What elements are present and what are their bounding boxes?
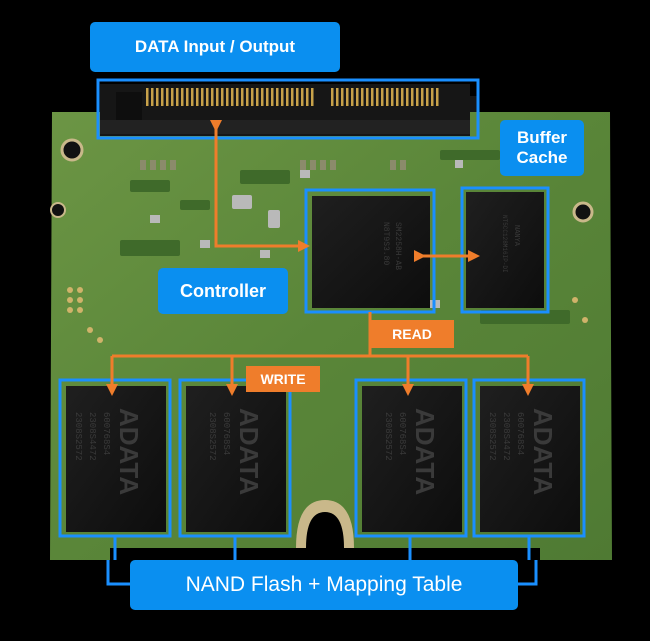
arrow-io-controller bbox=[210, 120, 310, 252]
label-nand: NAND Flash + Mapping Table bbox=[130, 560, 518, 610]
label-nand-text: NAND Flash + Mapping Table bbox=[185, 573, 463, 596]
svg-text:600768S4: 600768S4 bbox=[397, 412, 407, 455]
nand-chip-1: ADATA 600768S4 2308S4472 2308S2572 bbox=[66, 386, 166, 532]
svg-text:N8T9S3.80: N8T9S3.80 bbox=[381, 222, 390, 265]
dram-chip: NANYA NT5CC128M16IP-DI bbox=[466, 192, 544, 308]
nand-chip-2: ADATA 600768S4 2308S2572 bbox=[186, 386, 286, 532]
svg-text:2308S2572: 2308S2572 bbox=[383, 412, 393, 461]
label-buffer-cache: Buffer Cache bbox=[500, 120, 584, 176]
svg-text:SM2258H-AB: SM2258H-AB bbox=[393, 222, 402, 270]
label-read-text: READ bbox=[392, 326, 432, 342]
label-data-io: DATA Input / Output bbox=[90, 22, 340, 72]
svg-text:ADATA: ADATA bbox=[114, 408, 144, 495]
svg-text:2308S4472: 2308S4472 bbox=[501, 412, 511, 461]
label-cache-text: Cache bbox=[516, 148, 568, 167]
svg-text:600768S4: 600768S4 bbox=[221, 412, 231, 455]
svg-text:2308S2572: 2308S2572 bbox=[207, 412, 217, 461]
label-controller: Controller bbox=[158, 268, 288, 314]
svg-text:2308S2572: 2308S2572 bbox=[73, 412, 83, 461]
controller-chip: SM2258H-AB N8T9S3.80 bbox=[312, 196, 430, 308]
svg-text:600768S4: 600768S4 bbox=[101, 412, 111, 455]
nand-chip-3: ADATA 600768S4 2308S2572 bbox=[362, 386, 462, 532]
label-controller-text: Controller bbox=[179, 280, 266, 301]
nand-bracket bbox=[106, 536, 538, 586]
nand-chips: ADATA 600768S4 2308S4472 2308S2572 ADATA… bbox=[66, 386, 580, 532]
sata-connector bbox=[100, 84, 478, 136]
label-write-text: WRITE bbox=[260, 371, 306, 387]
svg-text:ADATA: ADATA bbox=[410, 408, 440, 495]
label-buffer-text: Buffer bbox=[516, 128, 568, 147]
svg-text:ADATA: ADATA bbox=[528, 408, 558, 495]
nand-chip-4: ADATA 600768S4 2308S4472 2308S2572 bbox=[480, 386, 580, 532]
svg-text:ADATA: ADATA bbox=[234, 408, 264, 495]
svg-text:2308S4472: 2308S4472 bbox=[87, 412, 97, 461]
label-write: WRITE bbox=[246, 366, 320, 392]
label-data-io-text: DATA Input / Output bbox=[134, 37, 296, 56]
data-flow-arrows bbox=[106, 120, 534, 396]
label-read: READ bbox=[370, 320, 454, 348]
svg-text:600768S4: 600768S4 bbox=[515, 412, 525, 455]
svg-text:NANYA: NANYA bbox=[512, 225, 520, 247]
svg-text:2308S2572: 2308S2572 bbox=[487, 412, 497, 461]
svg-text:NT5CC128M16IP-DI: NT5CC128M16IP-DI bbox=[501, 215, 508, 273]
